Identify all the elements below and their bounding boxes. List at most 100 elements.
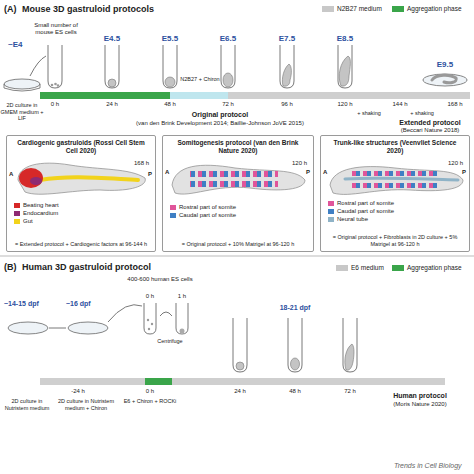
legend-text: N2B27 medium	[337, 5, 382, 12]
text-label: 48 h	[283, 388, 307, 395]
text-label: Mouse 3D gastruloid protocols	[22, 4, 154, 15]
legend-text: Rostral part of somite	[337, 200, 394, 206]
legend-entry: Caudal part of somite	[170, 212, 236, 218]
chiron-segment	[170, 92, 228, 99]
text-label: Trends in Cell Biology	[394, 462, 462, 470]
text-label: Original protocol	[150, 111, 290, 119]
aggregate	[236, 362, 244, 370]
text-label: 18-21 dpf	[265, 304, 325, 312]
somite-row	[190, 171, 278, 177]
box-heading: Somitogenesis protocol (van den Brink Na…	[167, 139, 309, 155]
legend-entry: Beating heart	[14, 202, 59, 208]
gastruloid	[432, 75, 456, 83]
legend-text: Endocardium	[23, 210, 58, 216]
text-label: ~E4	[8, 40, 22, 50]
text-label: 24 h	[100, 101, 124, 108]
text-label: E7.5	[275, 34, 299, 44]
text-label: (van den Brink Development 2014; Baillie…	[90, 120, 350, 127]
text-label: (Beccari Nature 2018)	[390, 127, 470, 134]
text-label: 168 h	[443, 101, 467, 108]
text-label: 0 h	[140, 388, 160, 395]
text-label: 144 h	[388, 101, 412, 108]
text-label: E6.5	[216, 34, 240, 44]
legend-swatch	[328, 209, 334, 214]
text-label: E5.5	[158, 34, 182, 44]
protocol-note: = Original protocol + 10% Matrigel at 96…	[167, 241, 309, 248]
timeline-bar	[40, 92, 470, 99]
culture-dish	[423, 74, 467, 86]
culture-dish	[4, 84, 40, 91]
legend-swatch	[328, 201, 334, 206]
panel-divider	[0, 256, 474, 257]
somite-row	[352, 183, 440, 188]
text-label: (B)	[4, 262, 17, 273]
legend-text: E6 medium	[351, 264, 384, 271]
text-label: Human protocol	[375, 392, 465, 400]
legend-swatch	[14, 219, 20, 224]
neural-tube	[345, 178, 458, 180]
endocardium-region	[30, 177, 42, 185]
aggregate	[291, 358, 300, 370]
culture-tube	[48, 45, 62, 88]
gastruloid	[282, 64, 291, 86]
text-label: A	[165, 169, 169, 176]
text-label: 2D culture in Nutristem medium	[0, 398, 54, 411]
legend-swatch	[392, 265, 404, 271]
text-label: 96 h	[275, 101, 299, 108]
text-label: P	[306, 169, 310, 176]
legend-swatch	[322, 6, 334, 12]
time-label: 120 h	[448, 160, 463, 166]
legend-entry: Endocardium	[14, 210, 58, 216]
culture-dish	[8, 322, 48, 334]
box-heading: Cardiogenic gastruloids (Rossi Cell Stem…	[11, 139, 151, 155]
legend-text: Aggregation phase	[407, 264, 462, 271]
text-label: E8.5	[333, 34, 357, 44]
es-cell	[148, 328, 150, 330]
protocol-box: Cardiogenic gastruloids (Rossi Cell Stem…	[6, 135, 156, 252]
text-label: 0 h	[45, 101, 65, 108]
text-label: Small number of mouse ES cells	[30, 22, 82, 36]
text-label: P	[148, 171, 152, 178]
legend-entry: Rostral part of somite	[170, 204, 236, 210]
legend-entry: N2B27 medium	[322, 5, 382, 12]
transfer-arrow	[30, 56, 46, 76]
text-label: E6 + Chiron + ROCKi	[122, 398, 178, 405]
text-label: 24 h	[228, 388, 252, 395]
aggregate	[223, 73, 233, 87]
text-label: N2B27 + Chiron	[180, 76, 220, 83]
heart-region	[19, 168, 43, 188]
legend-entry: Rostral part of somite	[328, 200, 394, 206]
text-label: (A)	[4, 4, 17, 15]
gastruloid	[345, 344, 354, 370]
trunk-body	[330, 167, 463, 195]
legend-text: Rostral part of somite	[179, 204, 236, 210]
cell-pellet	[180, 329, 185, 334]
legend-text: Neural tube	[337, 216, 368, 222]
text-label: 72 h	[338, 388, 362, 395]
somite-row	[190, 181, 278, 187]
protocol-note: = Extended protocol + Cardiogenic factor…	[11, 241, 151, 248]
culture-dish	[68, 322, 108, 334]
es-cell	[151, 323, 153, 325]
legend-text: Gut	[23, 218, 33, 224]
text-label: ~14-15 dpf	[4, 300, 39, 308]
culture-tube	[233, 318, 247, 372]
text-label: E4.5	[100, 34, 124, 44]
legend-entry: Aggregation phase	[392, 264, 462, 271]
culture-tube	[163, 45, 177, 88]
timeline-bar	[40, 378, 445, 385]
legend-entry: E6 medium	[336, 264, 384, 271]
text-label: 1 h	[172, 293, 192, 300]
somite-row	[352, 171, 440, 176]
es-cell	[51, 84, 54, 87]
aggregate	[165, 77, 175, 87]
aggregation-segment	[40, 92, 170, 99]
culture-tube	[338, 45, 352, 88]
text-label: 2D culture in GMEM medium + LIF	[0, 102, 44, 122]
box-heading: Trunk-like structures (Veenvliet Science…	[325, 139, 465, 155]
centrifuge-arrow	[160, 312, 172, 316]
es-cell	[147, 319, 149, 321]
culture-tube	[280, 45, 294, 88]
culture-dish	[4, 79, 40, 89]
text-label: 72 h	[216, 101, 240, 108]
